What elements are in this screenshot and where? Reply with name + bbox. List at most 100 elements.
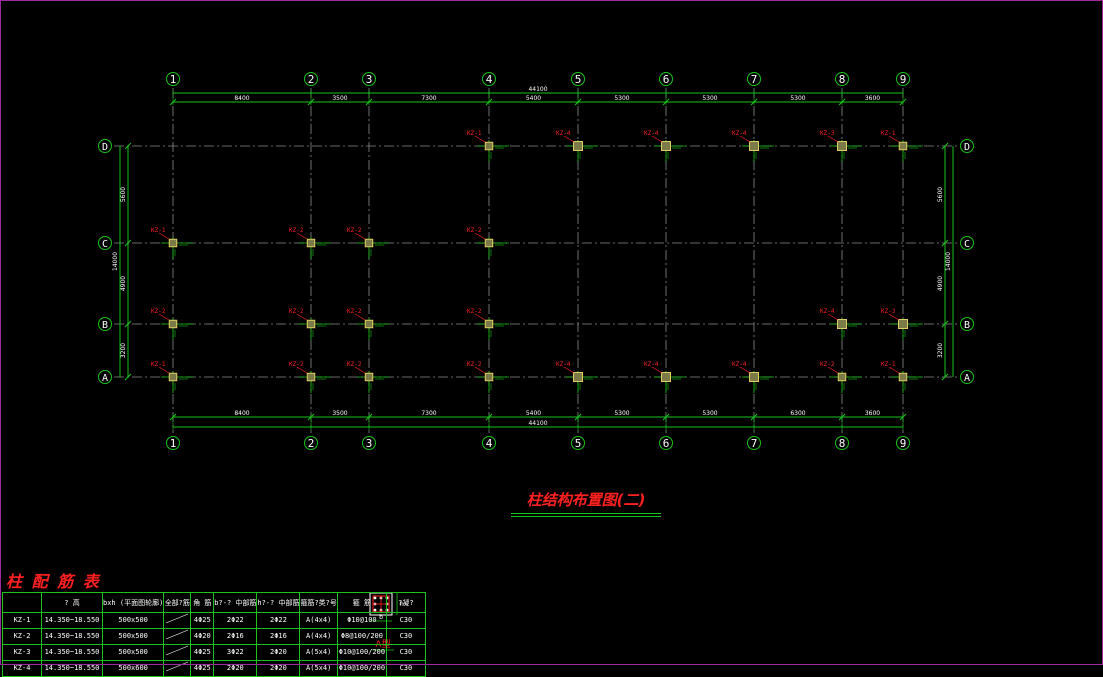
column-tag-A4: KZ-2 xyxy=(467,361,482,368)
axis-label-bottom-8: 8 xyxy=(839,437,846,450)
axis-label-bottom-4: 4 xyxy=(486,437,493,450)
rebar-cell: 3Φ22 xyxy=(213,644,258,661)
column-kz-2 xyxy=(484,238,494,248)
dim-tick xyxy=(941,239,949,247)
rebar-column-id: KZ-2 xyxy=(2,628,42,645)
axis-bubble xyxy=(835,72,849,86)
column-tag-A5: KZ-4 xyxy=(556,361,571,368)
axis-bubble xyxy=(747,436,761,450)
column-tag-A8: KZ-2 xyxy=(820,361,835,368)
dim-span-top: 5300 xyxy=(614,95,629,102)
column-leader xyxy=(354,366,366,374)
rebar-cell: 4Φ25 xyxy=(190,660,215,677)
column-leader xyxy=(296,313,308,321)
dim-total-top: 44100 xyxy=(528,86,547,93)
column-leader xyxy=(474,366,486,374)
dim-span-top: 5300 xyxy=(790,95,805,102)
rebar-cell xyxy=(163,660,192,677)
dim-tick xyxy=(124,320,132,328)
rebar-header-cell: bxh (平面图轮廓) xyxy=(101,592,165,613)
column-tag-B3: KZ-2 xyxy=(347,308,362,315)
axis-bubble xyxy=(98,370,112,384)
axis-label-right-A: A xyxy=(964,373,970,384)
rebar-cell: Φ10@100/200 xyxy=(336,660,387,677)
column-tag-B8: KZ-4 xyxy=(820,308,835,315)
axis-bubble xyxy=(571,72,585,86)
column-kz-2 xyxy=(484,319,494,329)
axis-label-left-B: B xyxy=(102,320,108,331)
column-leader xyxy=(158,313,170,321)
column-tag-C3: KZ-2 xyxy=(347,227,362,234)
column-kz-1 xyxy=(898,141,908,151)
column-tag-D5: KZ-4 xyxy=(556,130,571,137)
column-kz-4 xyxy=(749,372,759,382)
column-kz-2 xyxy=(306,372,316,382)
drawing-title-text: 柱结构布置图(二) xyxy=(526,491,646,509)
rebar-cell: 2Φ16 xyxy=(256,628,301,645)
column-kz-2 xyxy=(168,319,178,329)
rebar-cell: Φ8@100/200 xyxy=(336,628,387,645)
rebar-cell: 14.350~18.550 xyxy=(41,628,103,645)
rebar-cell: 500x500 xyxy=(101,628,165,645)
column-kz-1 xyxy=(484,141,494,151)
axis-label-right-D: D xyxy=(964,142,970,153)
column-leader xyxy=(474,232,486,240)
column-leader xyxy=(739,135,751,143)
axis-label-top-5: 5 xyxy=(575,73,582,86)
rebar-cell xyxy=(163,644,192,661)
axis-bubble xyxy=(304,72,318,86)
dim-span-bottom: 6300 xyxy=(790,410,805,417)
dim-span-top: 5400 xyxy=(526,95,541,102)
axis-label-bottom-9: 9 xyxy=(900,437,907,450)
axis-bubble xyxy=(960,317,974,331)
axis-label-bottom-1: 1 xyxy=(170,437,177,450)
rebar-cell: 500x600 xyxy=(101,660,165,677)
axis-bubble xyxy=(896,72,910,86)
dim-span-top: 7300 xyxy=(421,95,436,102)
axis-label-bottom-2: 2 xyxy=(308,437,315,450)
rebar-cell xyxy=(163,612,192,629)
column-kz-2 xyxy=(364,238,374,248)
rebar-cell: 14.350~18.550 xyxy=(41,612,103,629)
column-leader xyxy=(888,135,900,143)
rebar-cell: 2Φ22 xyxy=(256,612,301,629)
rebar-header-cell: b?-? 中部筋 xyxy=(213,592,258,613)
empty-cell-slash xyxy=(166,645,189,656)
rebar-cell: A(5x4) xyxy=(299,644,338,661)
dim-span-bottom: 7300 xyxy=(421,410,436,417)
rebar-header-cell: 全部?筋 xyxy=(163,592,192,613)
column-kz-4 xyxy=(661,372,671,382)
column-tag-C1: KZ-1 xyxy=(151,227,166,234)
column-kz-2 xyxy=(484,372,494,382)
axis-label-top-7: 7 xyxy=(751,73,758,86)
column-kz-4 xyxy=(573,141,583,151)
dim-tick xyxy=(124,142,132,150)
column-tag-D6: KZ-4 xyxy=(644,130,659,137)
dim-tick xyxy=(941,142,949,150)
column-tag-B2: KZ-2 xyxy=(289,308,304,315)
dim-total-bottom: 44100 xyxy=(528,420,547,427)
column-leader xyxy=(158,232,170,240)
column-tag-A2: KZ-2 xyxy=(289,361,304,368)
axis-bubble xyxy=(98,317,112,331)
rebar-header-cell xyxy=(2,592,42,613)
dim-tick xyxy=(124,239,132,247)
rebar-cell: Φ10@100/200 xyxy=(336,644,387,661)
rebar-cell: C30 xyxy=(385,612,426,629)
rebar-cell: 4Φ25 xyxy=(190,612,215,629)
column-kz-4 xyxy=(837,319,847,329)
rebar-cell: 4Φ20 xyxy=(190,628,215,645)
dim-tick xyxy=(941,373,949,381)
dim-total-right: 14000 xyxy=(945,252,952,271)
rebar-cell: 500x500 xyxy=(101,612,165,629)
rebar-cell: 2Φ22 xyxy=(213,612,258,629)
rebar-cell: C30 xyxy=(385,644,426,661)
column-kz-1 xyxy=(168,238,178,248)
column-kz-1 xyxy=(168,372,178,382)
dim-span-bottom: 3600 xyxy=(865,410,880,417)
